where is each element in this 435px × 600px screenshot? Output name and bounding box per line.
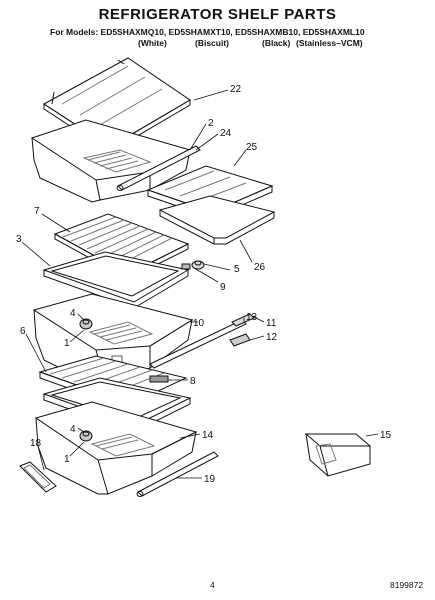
callout-5: 5: [234, 264, 240, 275]
part-19-rail: [136, 451, 219, 497]
part-3-shelf-frame: [42, 251, 190, 309]
callout-25: 25: [246, 142, 258, 153]
callout-1-lower: 1: [64, 454, 70, 465]
callout-7: 7: [34, 206, 40, 217]
finish-biscuit: (Biscuit): [195, 38, 229, 48]
part-18-label-plate: [19, 461, 57, 493]
page-number: 4: [210, 580, 215, 590]
callout-11: 11: [266, 318, 277, 329]
part-24-rail: [116, 145, 201, 191]
callout-4-upper: 4: [70, 308, 76, 319]
part-14-crisper-pan-lower: [34, 401, 198, 495]
part-9-clip: [181, 263, 191, 270]
part-26-shelf-frame: [158, 195, 276, 245]
callout-9: 9: [220, 282, 226, 293]
finish-stainless: (Stainless–VCM): [296, 38, 363, 48]
callout-15: 15: [380, 430, 392, 441]
callout-8: 8: [190, 376, 196, 387]
leader-lines: [21, 89, 379, 479]
finish-black: (Black): [262, 38, 291, 48]
callout-26: 26: [254, 262, 266, 273]
callout-6: 6: [20, 326, 26, 337]
models-line: For Models: ED5SHAXMQ10, ED5SHAMXT10, ED…: [50, 27, 365, 37]
callout-2: 2: [208, 118, 214, 129]
callout-12: 12: [266, 332, 278, 343]
finish-white: (White): [138, 38, 167, 48]
callout-4-lower: 4: [70, 424, 76, 435]
callout-19: 19: [204, 474, 216, 485]
part-12-bracket: [229, 333, 251, 347]
part-13-rail: [149, 319, 247, 369]
callout-13: 13: [246, 312, 258, 323]
part-15-door-bin: [304, 433, 372, 477]
callout-3: 3: [16, 234, 22, 245]
page-title: REFRIGERATOR SHELF PARTS: [98, 6, 337, 23]
callout-labels: 22 2 24 25 7 3 5 26 9 13 11 4 10 12 1 6 …: [16, 84, 392, 485]
part-25-small-glass-shelf: [146, 165, 274, 219]
callout-1-upper: 1: [64, 338, 70, 349]
callout-10: 10: [193, 318, 205, 329]
callout-24: 24: [220, 128, 232, 139]
document-number: 8199872: [390, 580, 424, 590]
part-5-clip: [191, 260, 205, 270]
callout-18: 18: [30, 438, 42, 449]
callout-14: 14: [202, 430, 214, 441]
part-11-bracket: [231, 313, 255, 327]
callout-22: 22: [230, 84, 242, 95]
